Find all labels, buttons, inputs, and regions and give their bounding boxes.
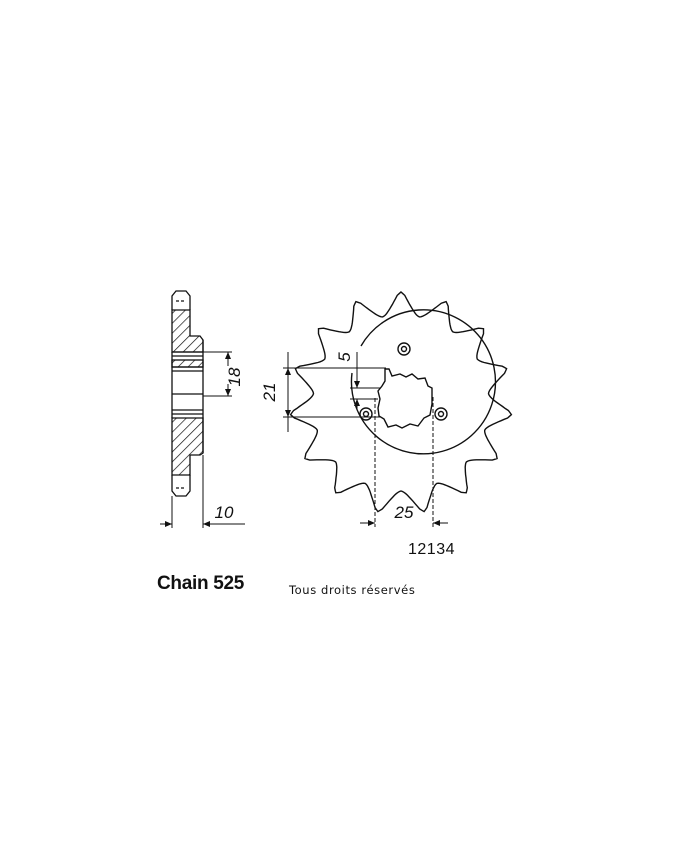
dim-hub-bore-height: 18 bbox=[225, 367, 244, 386]
front-view-dimensions bbox=[283, 352, 448, 527]
copyright-notice: Tous droits réservés bbox=[289, 583, 416, 597]
dim-hub-width: 10 bbox=[215, 503, 234, 522]
sprocket-front-view bbox=[289, 291, 513, 513]
dim-spline-width: 5 bbox=[335, 352, 354, 362]
side-section-view bbox=[160, 290, 245, 528]
dim-bolt-spacing: 25 bbox=[394, 503, 414, 522]
dim-spline-minor: 21 bbox=[260, 383, 279, 403]
chain-label: Chain 525 bbox=[157, 573, 245, 594]
part-number: 12134 bbox=[408, 541, 455, 558]
